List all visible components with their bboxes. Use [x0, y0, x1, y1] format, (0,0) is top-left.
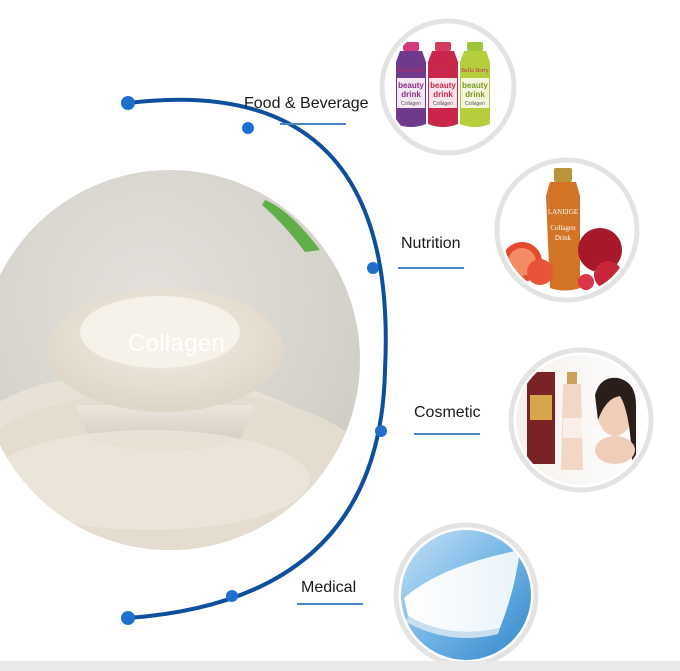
bottle-text-collagen-2: Collagen — [433, 101, 453, 107]
bottom-edge-strip — [0, 661, 680, 671]
bottle-text-beauty-3: beauty — [462, 81, 488, 90]
arc-node-top — [121, 96, 135, 110]
arc-node-medical — [226, 590, 238, 602]
bottle-text-drink-1: drink — [401, 90, 421, 99]
nutrition-image: LANEIGE Collagen Drink — [494, 157, 640, 303]
cosmetic-image — [508, 347, 654, 493]
center-label: Collagen — [128, 330, 226, 357]
medical-image — [393, 522, 539, 668]
bottle-text-drink-3: drink — [465, 90, 485, 99]
arc-node-bottom — [121, 611, 135, 625]
arc-node-nutrition — [367, 262, 379, 274]
connector-arc — [127, 97, 388, 620]
arc-node-cosmetic — [375, 425, 387, 437]
bottle-brand-3: Bella Berry — [461, 68, 489, 74]
bottle-text-beauty-1: beauty — [398, 81, 424, 90]
nutrition-bottle-text-2: Drink — [555, 234, 572, 242]
bottle-text-collagen-1: Collagen — [401, 101, 421, 107]
food-beverage-image: Bella Berry Bella Berry Bella Berry beau… — [379, 18, 517, 156]
bottle-text-beauty-2: beauty — [430, 81, 456, 90]
arc-node-food — [242, 122, 254, 134]
nutrition-bottle-text-1: Collagen — [550, 224, 576, 232]
bottle-brand-2: Bella Berry — [429, 68, 457, 74]
label-medical: Medical — [301, 579, 357, 596]
nutrition-bottle-brand: LANEIGE — [548, 208, 578, 216]
label-cosmetic: Cosmetic — [414, 404, 481, 421]
collagen-powder-photo — [0, 170, 360, 550]
label-food-beverage: Food & Beverage — [244, 95, 369, 112]
bottle-text-collagen-3: Collagen — [465, 101, 485, 107]
bottle-brand-1: Bella Berry — [397, 68, 425, 74]
label-nutrition: Nutrition — [401, 235, 461, 252]
bottle-text-drink-2: drink — [433, 90, 453, 99]
